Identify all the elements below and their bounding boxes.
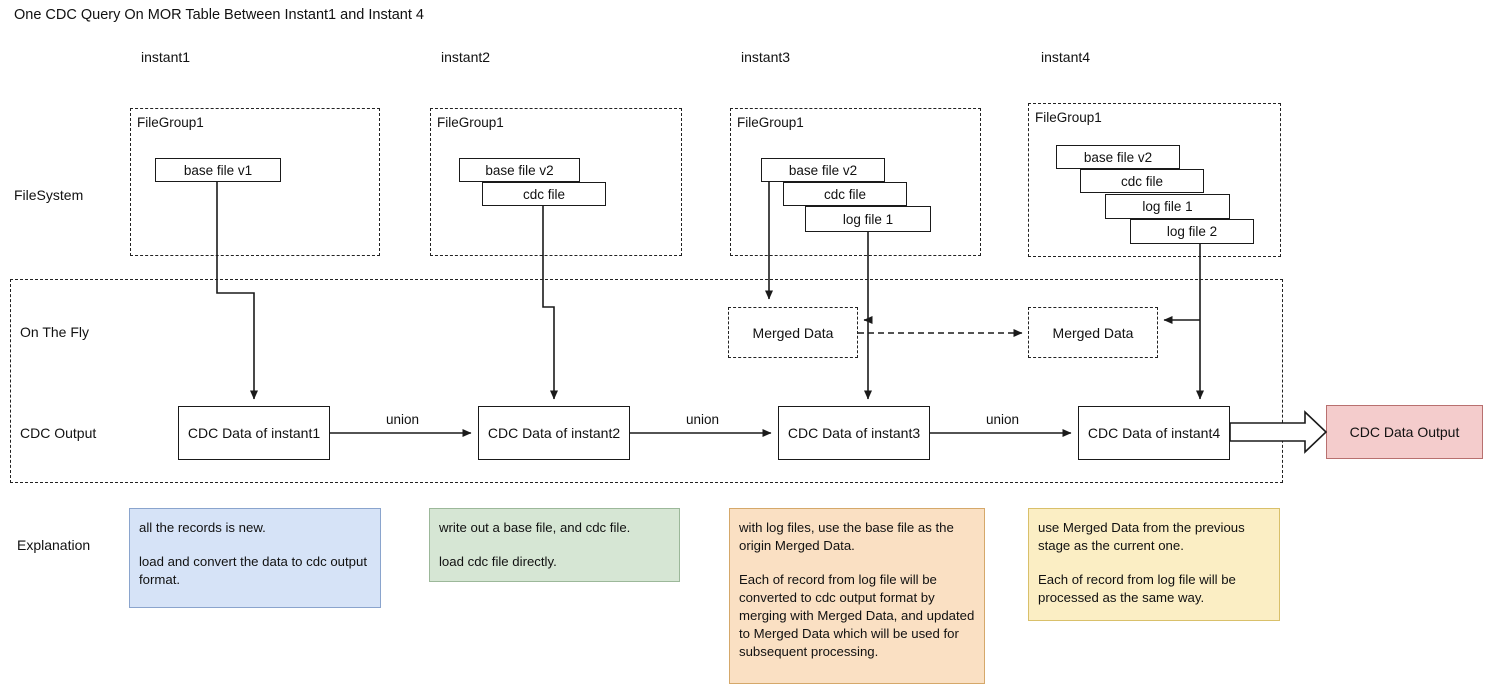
cdc-data-output-box: CDC Data Output (1326, 405, 1483, 459)
filegroup-label: FileGroup1 (137, 115, 204, 130)
page-title: One CDC Query On MOR Table Between Insta… (14, 7, 424, 23)
column-header-instant3: instant3 (741, 49, 791, 65)
filegroup-box-instant3: FileGroup1 (730, 108, 981, 256)
filegroup-label: FileGroup1 (1035, 110, 1102, 125)
cdc-data-box-instant2: CDC Data of instant2 (478, 406, 630, 460)
explanation-paragraph: with log files, use the base file as the… (739, 520, 954, 553)
file-box-cdc-file: cdc file (783, 182, 907, 206)
explanation-paragraph: write out a base file, and cdc file. (439, 520, 631, 535)
explanation-paragraph: Each of record from log file will be con… (739, 572, 975, 659)
column-header-instant4: instant4 (1041, 49, 1091, 65)
file-box-cdc-file: cdc file (482, 182, 606, 206)
column-header-instant2: instant2 (441, 49, 491, 65)
cdc-data-box-instant4: CDC Data of instant4 (1078, 406, 1230, 460)
row-label-cdc-output: CDC Output (20, 425, 97, 441)
row-label-filesystem: FileSystem (14, 187, 84, 203)
file-box-log-file-1: log file 1 (1105, 194, 1230, 219)
filegroup-label: FileGroup1 (737, 115, 804, 130)
explanation-box-instant3: with log files, use the base file as the… (729, 508, 985, 684)
file-box-base-file-v1: base file v1 (155, 158, 281, 182)
cdc-data-box-instant3: CDC Data of instant3 (778, 406, 930, 460)
row-label-on-the-fly: On The Fly (20, 324, 89, 340)
on-the-fly-cdc-output-container (10, 279, 1283, 483)
column-header-instant1: instant1 (141, 49, 191, 65)
explanation-paragraph: use Merged Data from the previous stage … (1038, 520, 1245, 553)
file-box-base-file-v2: base file v2 (459, 158, 580, 182)
explanation-box-instant4: use Merged Data from the previous stage … (1028, 508, 1280, 621)
explanation-paragraph: load cdc file directly. (439, 554, 557, 569)
explanation-box-instant1: all the records is new. load and convert… (129, 508, 381, 608)
filegroup-label: FileGroup1 (437, 115, 504, 130)
filegroup-box-instant1: FileGroup1 (130, 108, 380, 256)
merged-data-box-instant3: Merged Data (728, 307, 858, 358)
file-box-base-file-v2: base file v2 (1056, 145, 1180, 169)
file-box-log-file-1: log file 1 (805, 206, 931, 232)
filegroup-box-instant4: FileGroup1 (1028, 103, 1281, 257)
file-box-base-file-v2: base file v2 (761, 158, 885, 182)
explanation-box-instant2: write out a base file, and cdc file. loa… (429, 508, 680, 582)
explanation-paragraph: Each of record from log file will be pro… (1038, 572, 1236, 605)
union-label-1: union (386, 412, 420, 427)
cdc-data-box-instant1: CDC Data of instant1 (178, 406, 330, 460)
explanation-paragraph: load and convert the data to cdc output … (139, 554, 368, 587)
file-box-log-file-2: log file 2 (1130, 219, 1254, 244)
filegroup-box-instant2: FileGroup1 (430, 108, 682, 256)
row-label-explanation: Explanation (17, 537, 91, 553)
explanation-paragraph: all the records is new. (139, 520, 266, 535)
file-box-cdc-file: cdc file (1080, 169, 1204, 193)
merged-data-box-instant4: Merged Data (1028, 307, 1158, 358)
union-label-3: union (986, 412, 1020, 427)
union-label-2: union (686, 412, 720, 427)
